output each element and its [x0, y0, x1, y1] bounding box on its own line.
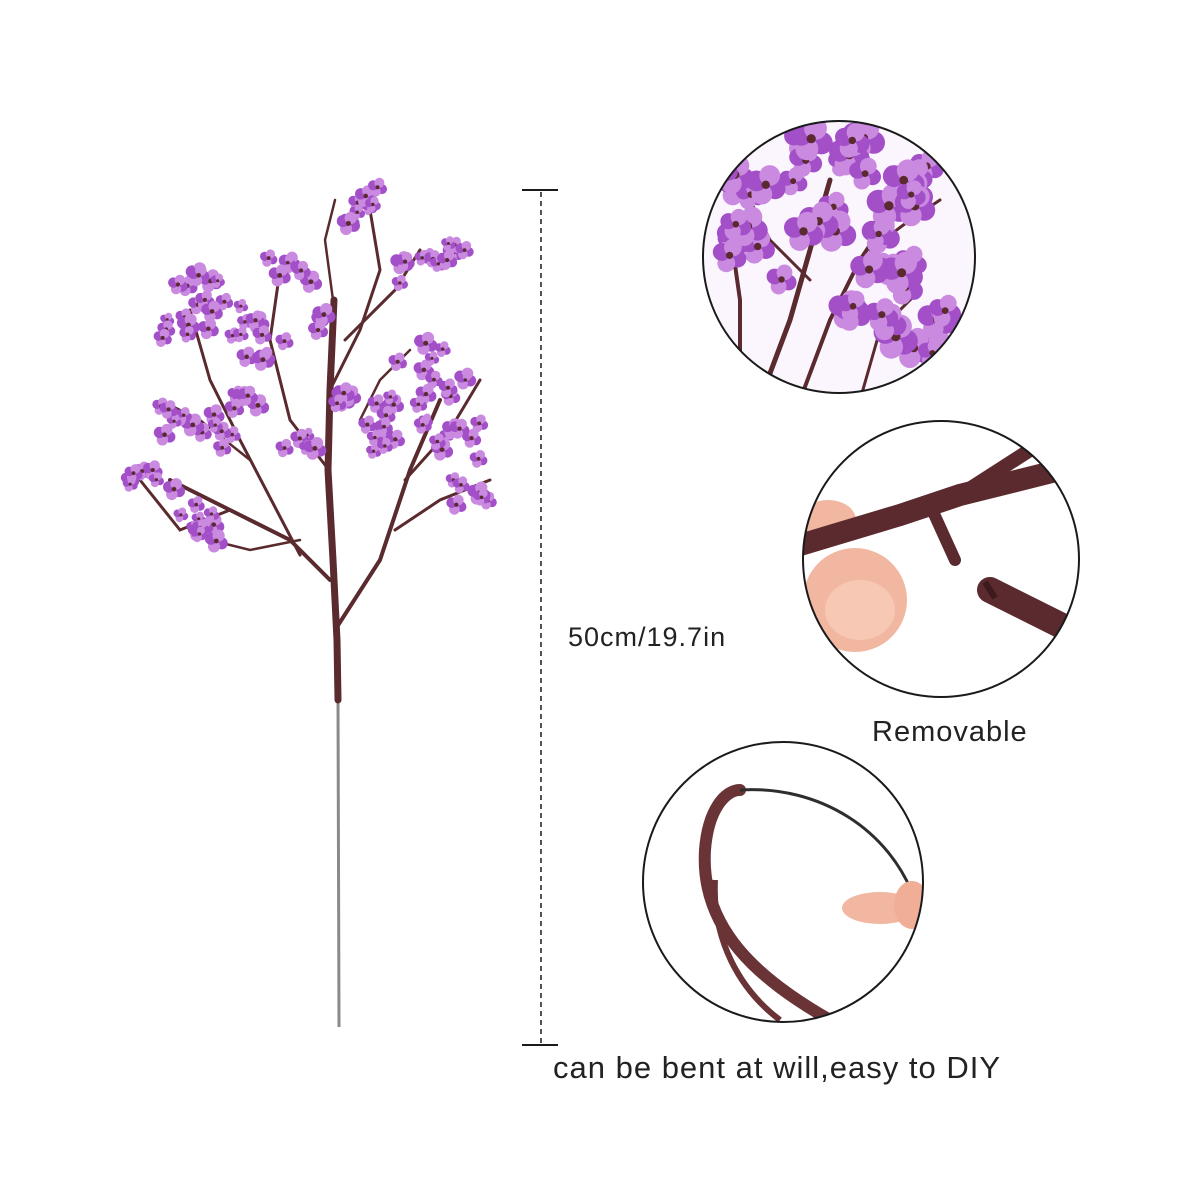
removable-label: Removable: [872, 716, 1028, 748]
flower-branch-image: [120, 177, 497, 1028]
detail-circle-icon: [642, 741, 924, 1023]
side-branches: [138, 198, 492, 632]
detail-circle-icon: [802, 420, 1080, 698]
dimension-marker-icon: [522, 189, 558, 1046]
bendable-wire-image: [642, 741, 924, 1023]
bendable-label: can be bent at will,easy to DIY: [553, 1050, 1002, 1085]
wire-stem: [336, 699, 341, 1028]
main-stem: [324, 296, 342, 704]
detail-circle-icon: [702, 120, 976, 394]
size-label: 50cm/19.7in: [568, 622, 727, 652]
flower-closeup-image: [702, 120, 976, 394]
removable-stem-image: [802, 420, 1080, 698]
flower-clusters: [120, 177, 497, 553]
